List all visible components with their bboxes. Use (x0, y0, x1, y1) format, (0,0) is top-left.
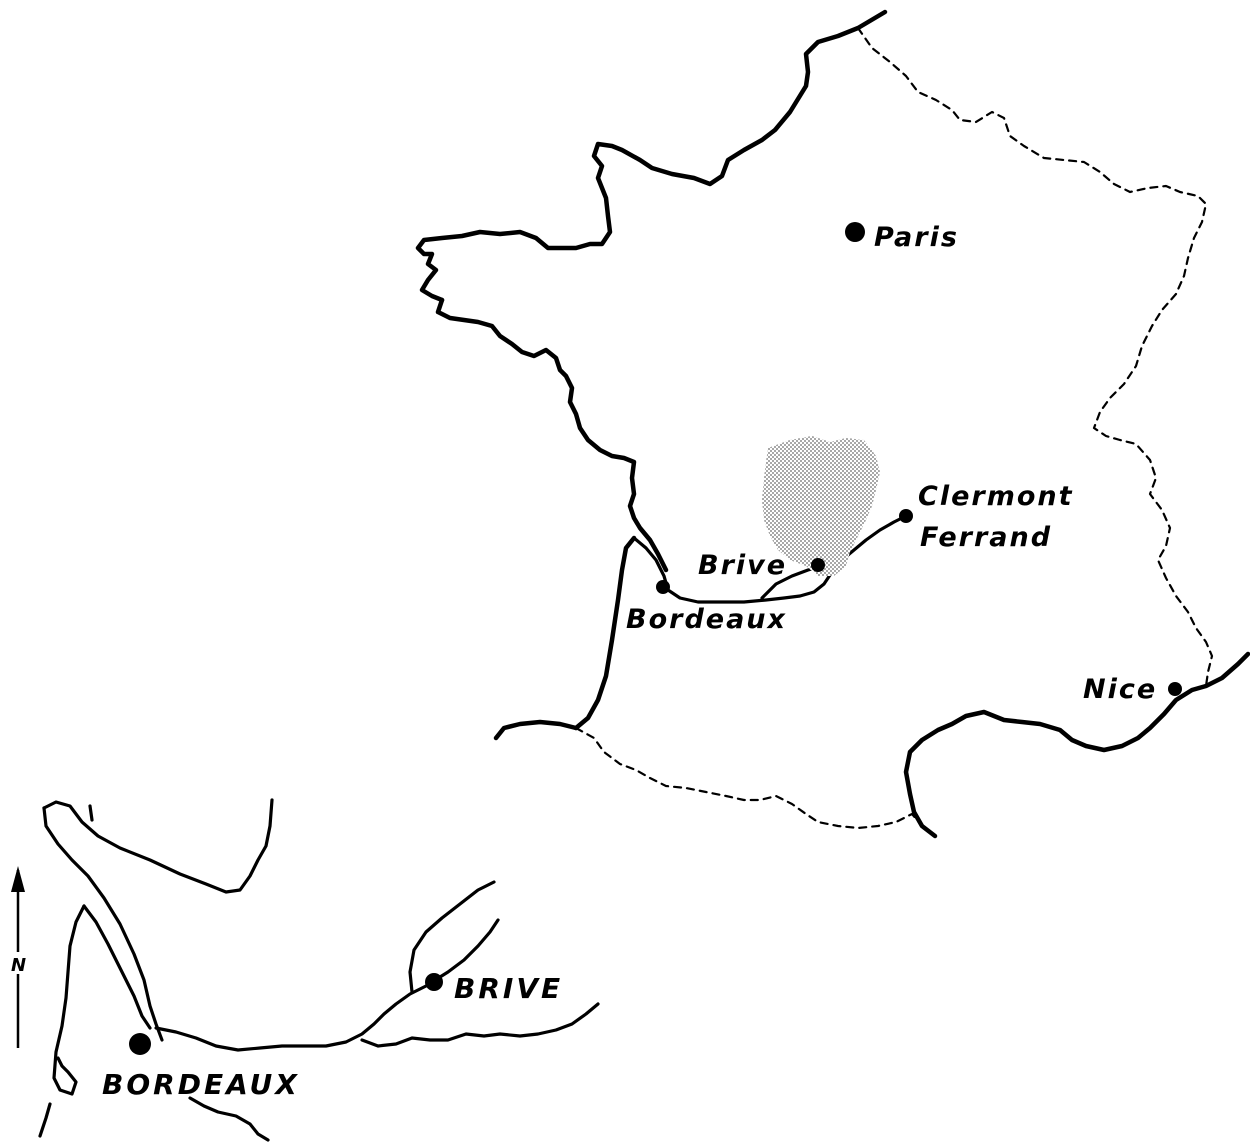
inset-vezere-river (360, 1002, 600, 1048)
brive-dot (811, 558, 825, 572)
nice-dot (1168, 682, 1182, 696)
inset-bordeaux-dot (129, 1033, 151, 1055)
clermont-ferrand-dot (899, 509, 913, 523)
atlantic-coastline (435, 297, 669, 573)
stippled-region (762, 436, 880, 576)
inset-north-inlet (88, 804, 94, 822)
pyrenees-border (574, 726, 924, 830)
inset-tributary-northeast (430, 918, 500, 984)
north-coastline (415, 9, 888, 303)
inset-estuary-west-bank (82, 904, 152, 1030)
bordeaux-label: Bordeaux (626, 604, 787, 635)
inset-atlantic-coast (38, 904, 86, 1138)
inset-tributary-north (408, 880, 496, 994)
france-map: Paris Clermont Ferrand Brive Bordeaux Ni… (415, 9, 1250, 839)
ferrand-label-line2: Ferrand (920, 522, 1052, 553)
inset-map: N BORDEAUX BRIVE (10, 798, 600, 1142)
aquitaine-coastline (573, 535, 637, 731)
north-arrow-head-icon (11, 866, 25, 892)
inset-brive-dot (425, 973, 443, 991)
mediterranean-coastline (903, 651, 1250, 839)
north-arrow: N (10, 866, 26, 1048)
basque-coastline (493, 719, 579, 741)
eastern-border (856, 26, 1214, 688)
paris-label: Paris (874, 222, 959, 253)
paris-dot (845, 222, 865, 242)
clermont-label-line1: Clermont (918, 481, 1074, 512)
inset-bordeaux-label: BORDEAUX (102, 1068, 300, 1101)
brive-label: Brive (698, 550, 787, 581)
dordogne-river (666, 514, 908, 604)
inset-estuary-east-bank (42, 806, 164, 1042)
inset-dordogne-river (154, 976, 442, 1052)
inset-brive-label: BRIVE (454, 972, 563, 1005)
bordeaux-dot (656, 580, 670, 594)
north-arrow-letter: N (11, 955, 26, 976)
nice-label: Nice (1083, 674, 1157, 705)
inset-north-shore (42, 798, 274, 894)
inset-south-branch (188, 1096, 270, 1142)
